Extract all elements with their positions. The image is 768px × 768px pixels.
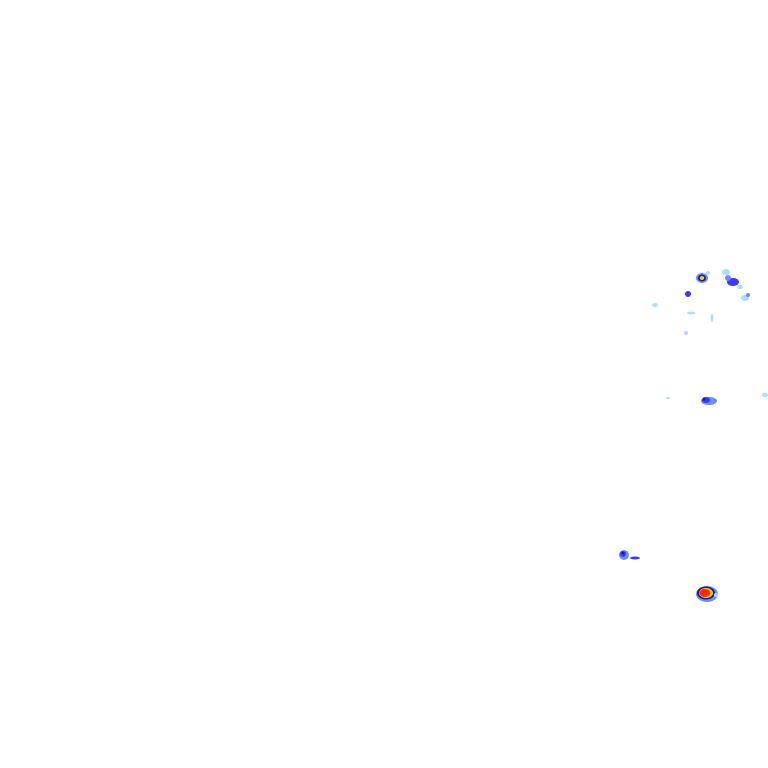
- echo-specks: [652, 291, 768, 399]
- echo-light: [746, 293, 750, 297]
- echo-core: [699, 276, 705, 280]
- echo-very-light: [722, 269, 730, 275]
- echo-very-light: [684, 331, 688, 335]
- echo-very-light: [706, 271, 710, 275]
- echo-very-light: [714, 593, 718, 597]
- echo-light: [630, 556, 640, 560]
- echo-strong: [621, 551, 625, 555]
- echo-cluster-far-right: [722, 269, 750, 301]
- echo-cluster-lower-left: [619, 550, 640, 560]
- echo-cluster-heavy-cell: [696, 586, 718, 602]
- echo-very-light: [762, 393, 768, 397]
- echo-strong: [702, 397, 706, 401]
- echo-very-light: [710, 314, 714, 322]
- echo-cluster-middle-right: [701, 397, 717, 405]
- echo-very-light: [687, 311, 695, 315]
- echo-light: [685, 291, 691, 297]
- echo-very-light: [737, 285, 743, 289]
- echo-cluster-upper-right: [696, 271, 710, 283]
- echo-very-light: [652, 303, 658, 307]
- echo-heavy: [699, 589, 711, 597]
- echo-very-light: [666, 397, 670, 399]
- echo-light: [725, 275, 731, 281]
